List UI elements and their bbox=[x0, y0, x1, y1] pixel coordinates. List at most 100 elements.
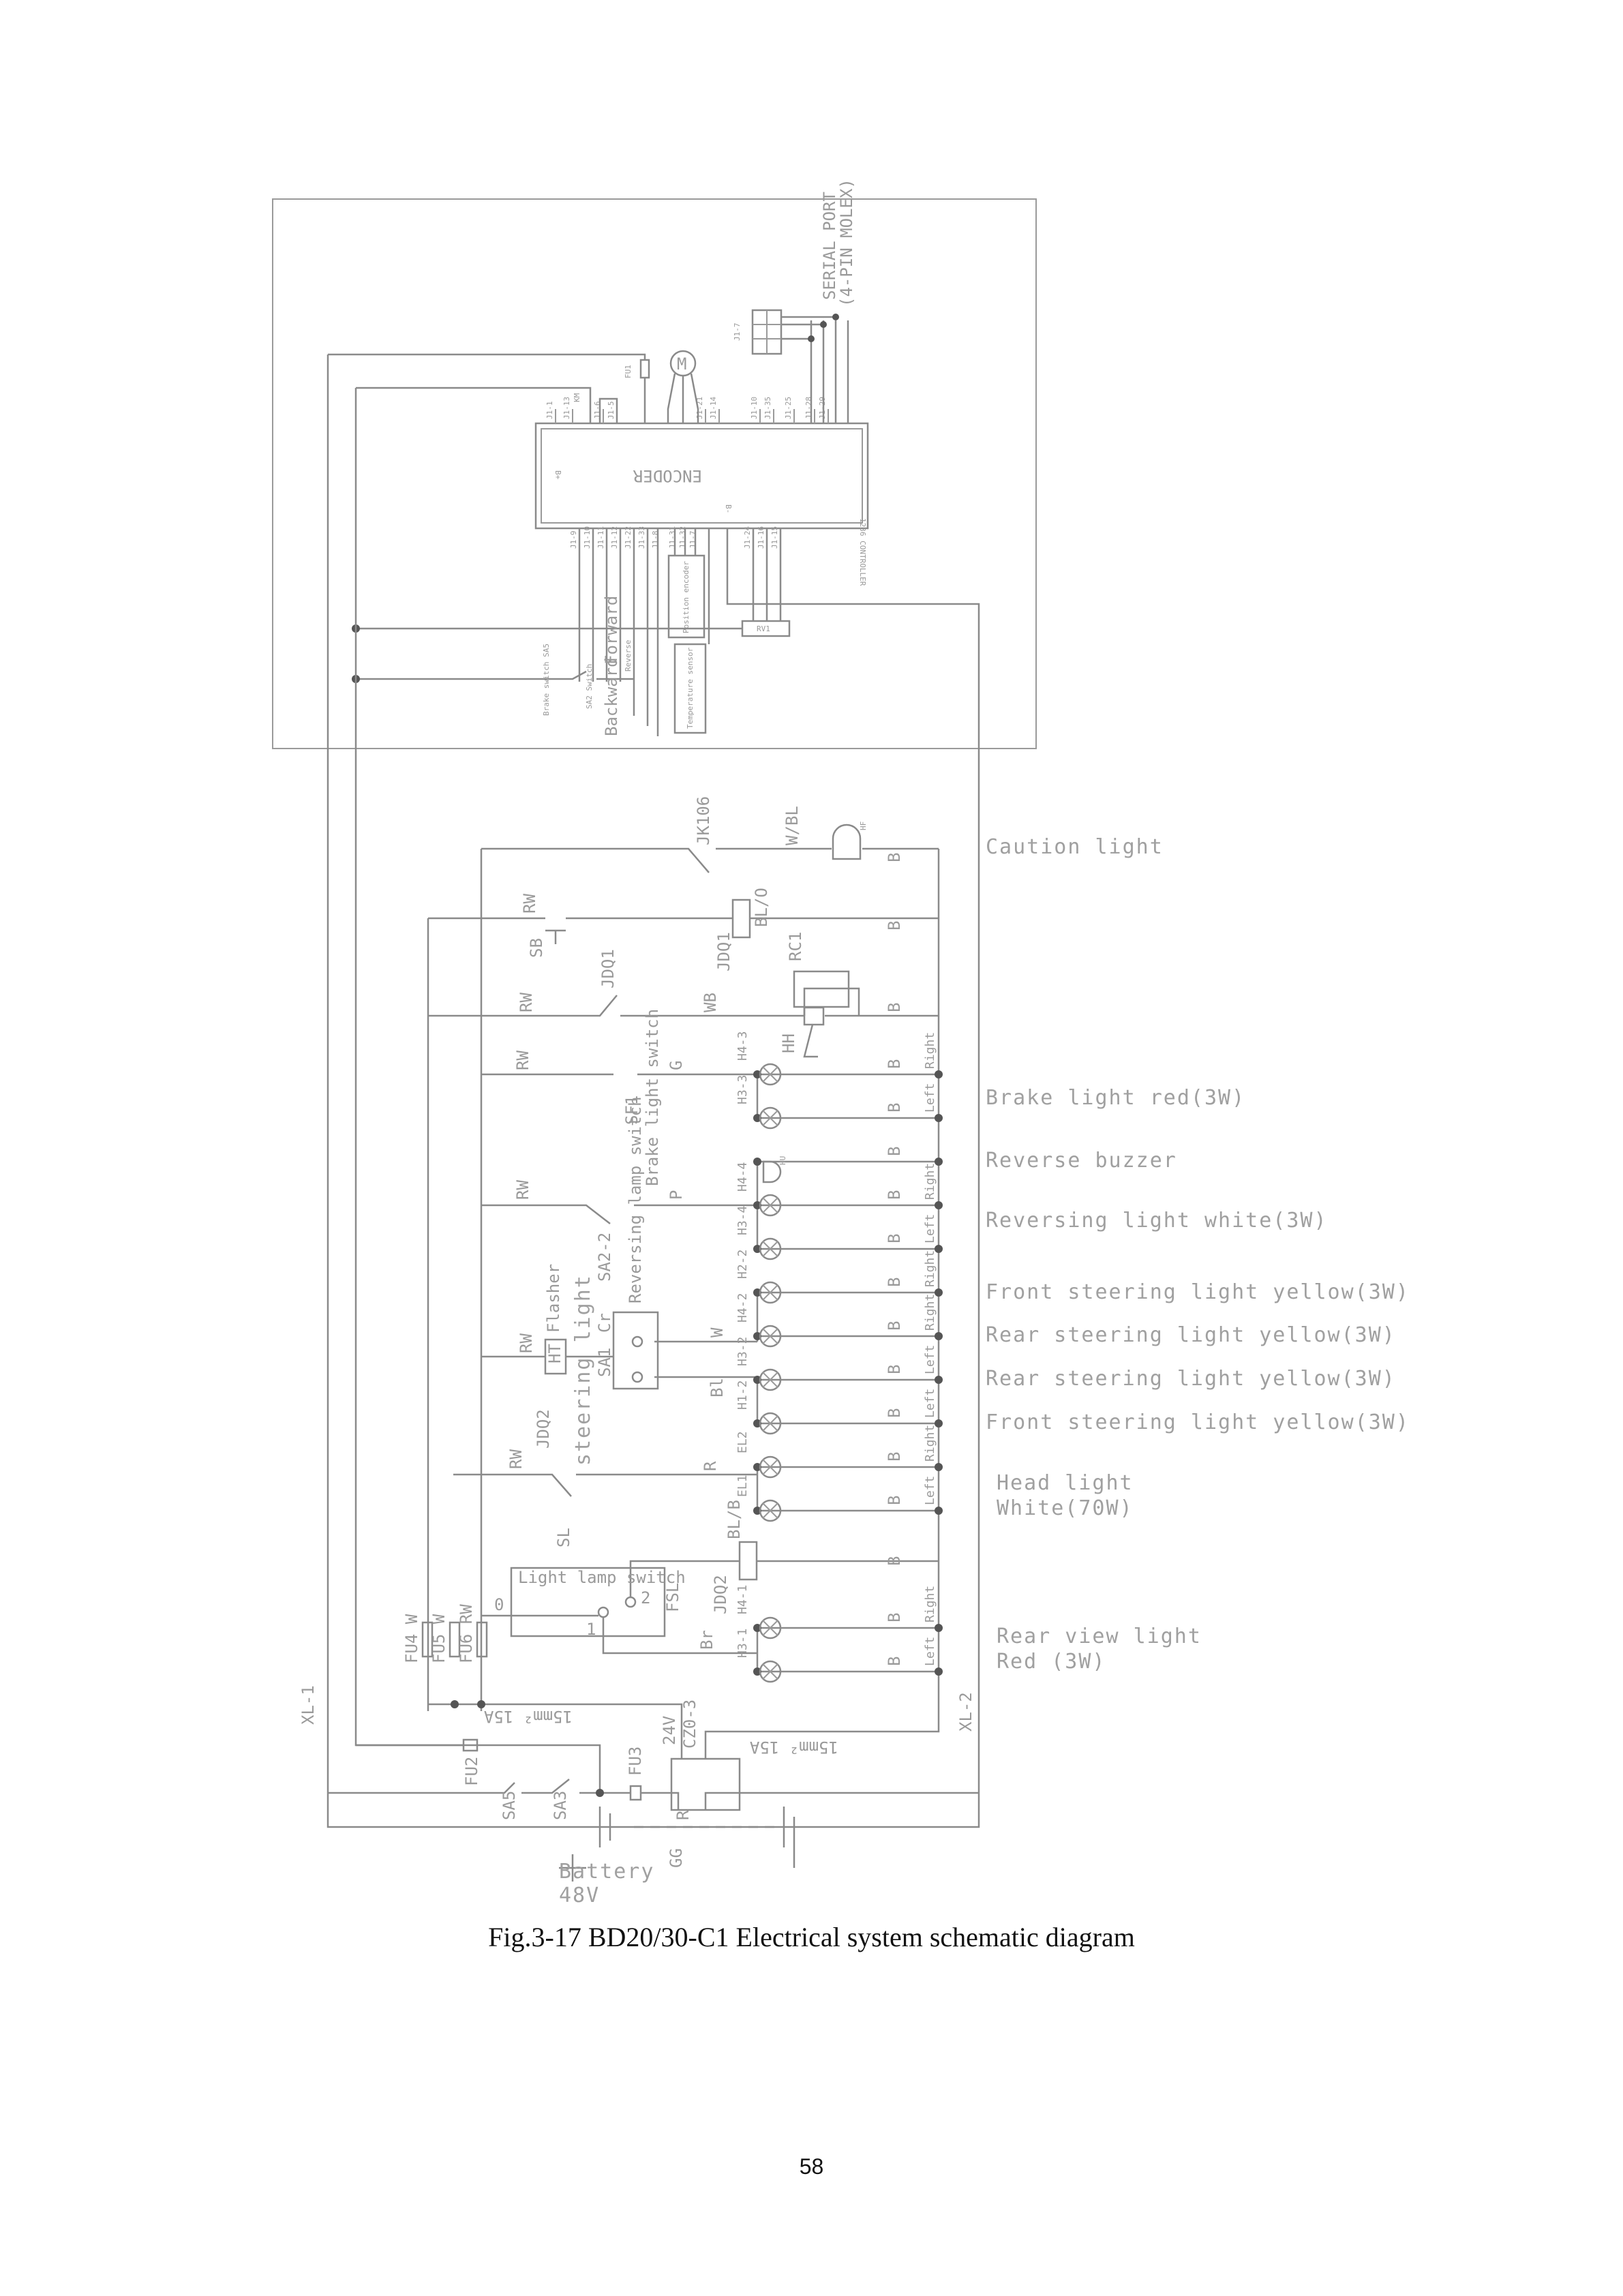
lamp-id: H4-4 bbox=[735, 1162, 750, 1192]
gg-label: GG bbox=[667, 1848, 686, 1868]
sl-label: SL bbox=[554, 1528, 573, 1547]
hf-label: HF bbox=[859, 821, 868, 830]
fu6-fuse bbox=[476, 1621, 488, 1658]
pin-label: J1-24 bbox=[743, 526, 752, 549]
lamp-side: Left bbox=[923, 1476, 937, 1505]
wire-b-label: B bbox=[885, 1103, 904, 1113]
fsl-label: FSL bbox=[663, 1583, 682, 1612]
fu2-label: FU2 bbox=[462, 1757, 481, 1786]
wire-b-label: B bbox=[885, 1657, 904, 1666]
flasher-relay bbox=[544, 1338, 567, 1375]
pin-label: J1-25 bbox=[784, 397, 793, 419]
legend-label: Front steering light yellow(3W) bbox=[986, 1410, 1410, 1434]
jdq1-relay-coil bbox=[731, 898, 751, 939]
wire-wb-label: WB bbox=[701, 993, 720, 1012]
temperature-sensor bbox=[673, 643, 707, 734]
reverse-label: Reverse bbox=[624, 640, 633, 671]
lamp-id: EL2 bbox=[735, 1431, 750, 1453]
wire-b-label: B bbox=[885, 1408, 904, 1418]
sa5-label: SA5 bbox=[500, 1791, 519, 1820]
sa3-label: SA3 bbox=[551, 1791, 570, 1820]
position-encoder-label: Position encoder bbox=[682, 561, 691, 633]
wire-b-label: B bbox=[885, 1452, 904, 1462]
lamp-icon bbox=[759, 1106, 782, 1130]
wire-b-label: B bbox=[885, 1059, 904, 1069]
wire-b-label: B bbox=[885, 853, 904, 862]
cz0-3-label: CZ0-3 bbox=[680, 1700, 699, 1749]
pin-label: J1-35 bbox=[763, 397, 772, 419]
pin-label: J1-15 bbox=[770, 526, 779, 549]
lamp-id: H2-2 bbox=[735, 1250, 750, 1279]
lamp-id: H4-3 bbox=[735, 1031, 750, 1061]
wire-b-label: B bbox=[885, 1278, 904, 1287]
hh-label: HH bbox=[779, 1033, 798, 1053]
xl2-connector-label: XL-2 bbox=[956, 1692, 975, 1732]
b-plus-label: B+ bbox=[553, 470, 562, 480]
brake-switch-label: Brake switch SA5 bbox=[542, 644, 551, 716]
lamp-id: EL1 bbox=[735, 1475, 750, 1497]
wire-r-label: R bbox=[673, 1810, 693, 1820]
jdq1-contact-label: JDQ1 bbox=[598, 949, 618, 988]
lamp-id: H1-2 bbox=[735, 1380, 750, 1410]
xl1-connector-label: XL-1 bbox=[299, 1685, 318, 1725]
fu3-fuse bbox=[629, 1785, 642, 1801]
lamp-icon bbox=[759, 1412, 782, 1435]
lamp-side: Left bbox=[923, 1214, 937, 1243]
lamp-id: H3-1 bbox=[735, 1629, 750, 1658]
wire-rw-label: RW bbox=[520, 894, 539, 913]
brake-light-switch-label: Brake light switch bbox=[643, 1009, 662, 1186]
fu1-label: FU1 bbox=[624, 365, 633, 378]
jdq1-label: JDQ1 bbox=[714, 932, 733, 971]
sa1-steering-switch bbox=[612, 1311, 659, 1390]
hu-label: HU bbox=[778, 1156, 787, 1165]
lighting-circuit: JK106 W/BL HF B RW SB JDQ1 BL/O B RW JDQ… bbox=[299, 354, 1410, 1907]
sb-label: SB bbox=[527, 938, 546, 958]
pin-label: J1-13 bbox=[562, 397, 571, 419]
wire-bl-b-label: BL/B bbox=[725, 1500, 744, 1539]
wire-b-label: B bbox=[885, 1234, 904, 1243]
switch-pos-0: 0 bbox=[494, 1595, 504, 1614]
legend-label: Caution light bbox=[986, 835, 1164, 859]
battery-label: Battery bbox=[559, 1860, 654, 1884]
legend-label: Rear view light bbox=[997, 1625, 1202, 1648]
sa1-label: SA1 bbox=[595, 1348, 614, 1377]
connector-label: J1-7 bbox=[733, 323, 742, 342]
wire-b-label: B bbox=[885, 1496, 904, 1505]
wire-rw-label: RW bbox=[506, 1449, 526, 1469]
encoder-label: ENCODER bbox=[633, 466, 702, 485]
km-label: KM bbox=[573, 393, 581, 402]
lamp-id: H3-4 bbox=[735, 1206, 750, 1235]
wire-b-label: B bbox=[885, 1321, 904, 1331]
wire-b-label: B bbox=[885, 1556, 904, 1566]
backward-label: Backward bbox=[602, 657, 621, 736]
wire-br-label: Br bbox=[697, 1630, 716, 1650]
fu6-label: FU6 RW bbox=[457, 1604, 476, 1663]
buzzer-icon bbox=[762, 1160, 782, 1183]
fu4-label: FU4 W bbox=[402, 1614, 421, 1663]
lamp-side: Right bbox=[923, 1250, 937, 1287]
wire-b-label: B bbox=[885, 1147, 904, 1156]
controller-box bbox=[534, 422, 869, 530]
lamp-side: Right bbox=[923, 1586, 937, 1622]
pin-label: J1-5 bbox=[607, 402, 616, 420]
motor-label: M bbox=[677, 354, 686, 374]
wire-g-label: G bbox=[667, 1061, 686, 1070]
pin-label: J1-1 bbox=[545, 402, 554, 420]
wire-w-bl-label: W/BL bbox=[783, 806, 802, 845]
lamp-icon bbox=[759, 1281, 782, 1304]
legend-label: Rear steering light yellow(3W) bbox=[986, 1323, 1396, 1347]
wire-bl-o-label: BL/O bbox=[752, 888, 771, 927]
flasher-label: Flasher bbox=[544, 1264, 563, 1333]
wire-bl-label: Bl bbox=[708, 1378, 727, 1398]
